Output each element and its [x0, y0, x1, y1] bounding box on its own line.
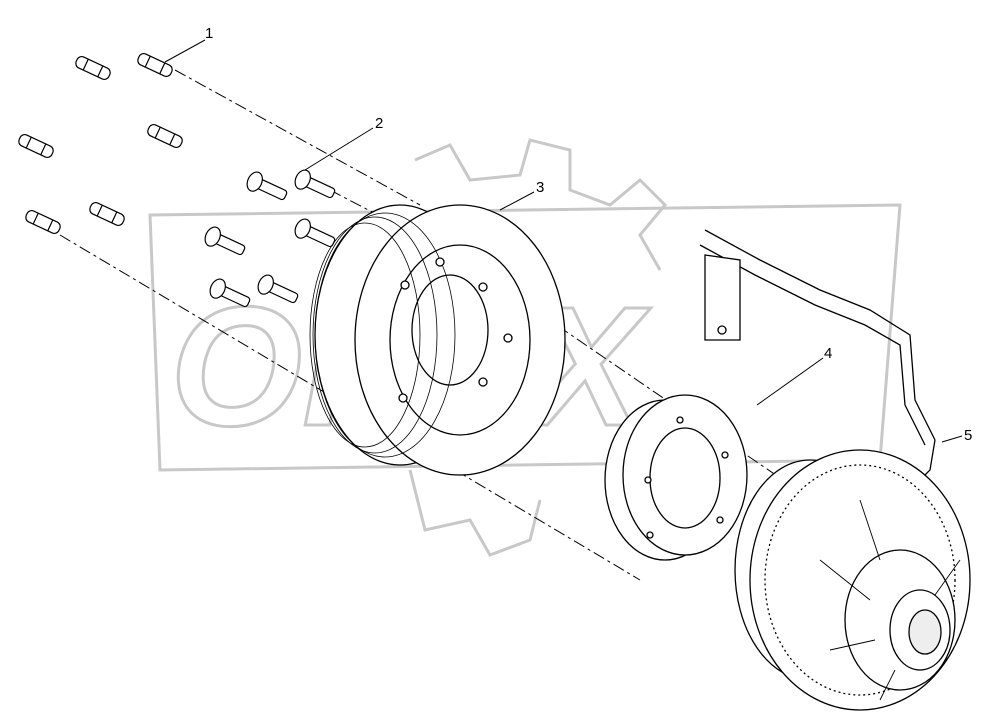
callout-5: 5	[964, 427, 972, 444]
callout-3: 3	[536, 179, 544, 196]
callout-1: 1	[205, 25, 213, 42]
wiring-harness	[699, 229, 936, 501]
studs	[18, 52, 183, 235]
spacer	[604, 394, 748, 561]
pulley	[309, 204, 566, 476]
bolts	[204, 169, 336, 308]
callout-2: 2	[375, 115, 383, 132]
fan-clutch	[734, 449, 971, 711]
callout-4: 4	[824, 345, 832, 362]
callouts	[164, 39, 963, 443]
